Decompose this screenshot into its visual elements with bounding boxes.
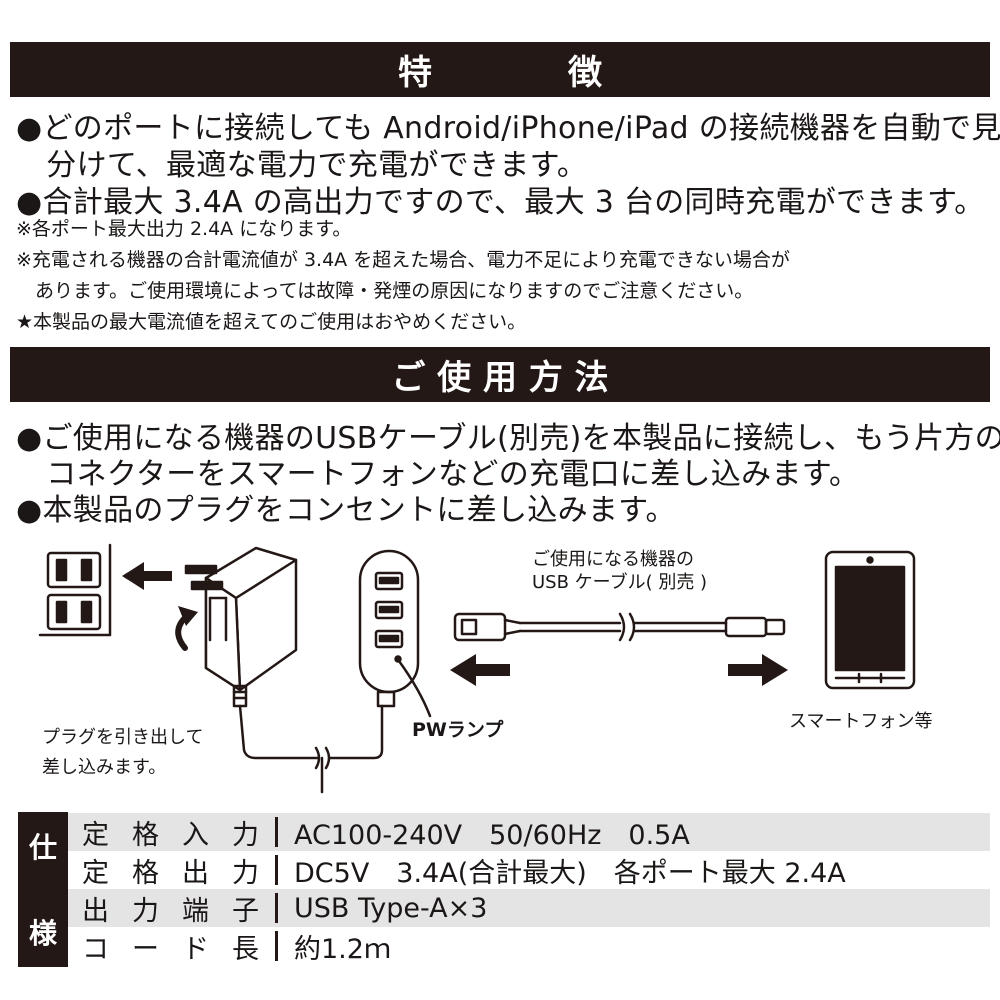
- spec-side-label-bottom: 様: [28, 917, 57, 950]
- wall-outlet-icon: [38, 543, 112, 637]
- note-line-4: ★本製品の最大電流値を超えてのご使用はおやめください。: [16, 311, 527, 333]
- tablet-icon: [824, 550, 916, 690]
- plug-caption-line-2: 差し込みます。: [42, 757, 167, 778]
- arrow-right-icon: [728, 654, 788, 686]
- note-line-3: あります。ご使用環境によっては故障・発煙の原因になりますのでご注意ください。: [16, 280, 754, 302]
- cable-caption-line-2: USB ケーブル( 別売 ): [532, 572, 708, 593]
- usage-diagram: [38, 543, 916, 794]
- spec-row-terminal: 出力端子 USB Type-A×3: [68, 889, 990, 927]
- pw-lamp-leader: [397, 659, 432, 718]
- usage-line-1: ●ご使用になる機器のUSBケーブル(別売)を本製品に接続し、もう片方の: [16, 421, 1000, 456]
- ac-adapter-icon: [184, 546, 298, 708]
- note-line-1: ※各ポート最大出力 2.4A になります。: [16, 218, 352, 240]
- spec-label: コード長: [68, 931, 278, 965]
- spec-label: 定格入力: [68, 817, 278, 851]
- usb-cable-icon: [453, 612, 786, 642]
- features-heading: 特 徴: [398, 53, 602, 93]
- rotate-arrow-icon: [175, 606, 198, 651]
- spec-side-label-top: 仕: [28, 831, 57, 864]
- spec-row-cord-length: コード長 約1.2ｍ: [68, 927, 990, 965]
- spec-value: DC5V 3.4A(合計最大) 各ポート最大 2.4A: [294, 857, 846, 889]
- feature-line-1: ●どのポートに接続しても Android/iPhone/iPad の接続機器を自…: [16, 111, 1000, 146]
- feature-line-2: 分けて、最適な電力で充電ができます。: [16, 148, 588, 183]
- plug-caption-line-1: プラグを引き出して: [42, 727, 204, 748]
- usage-heading-banner: ご 使 用 方 法: [10, 347, 990, 402]
- spec-label: 定格出力: [68, 855, 278, 889]
- usage-line-2: コネクターをスマートフォンなどの充電口に差し込みます。: [16, 457, 860, 492]
- feature-line-3: ●合計最大 3.4A の高出力ですので、最大 3 台の同時充電ができます。: [16, 185, 985, 220]
- pw-lamp-label: PWランプ: [412, 719, 504, 741]
- spec-side-bar: 仕 様: [18, 812, 68, 967]
- spec-value: USB Type-A×3: [294, 892, 488, 924]
- note-line-2: ※充電される機器の合計電流値が 3.4A を超えた場合、電力不足により充電できな…: [16, 249, 790, 271]
- arrow-left-icon: [122, 562, 172, 590]
- usb-hub-icon: [358, 549, 420, 708]
- usage-heading: ご 使 用 方 法: [391, 358, 609, 398]
- usage-line-3: ●本製品のプラグをコンセントに差し込みます。: [16, 493, 676, 528]
- power-cord: [238, 704, 320, 760]
- spec-row-input: 定格入力 AC100-240V 50/60Hz 0.5A: [68, 813, 990, 851]
- spec-value: AC100-240V 50/60Hz 0.5A: [294, 819, 690, 851]
- spec-table: 仕 様 定格入力 AC100-240V 50/60Hz 0.5A 定格出力 DC…: [18, 812, 990, 967]
- spec-row-output: 定格出力 DC5V 3.4A(合計最大) 各ポート最大 2.4A: [68, 851, 990, 889]
- cable-caption-line-1: ご使用になる機器の: [532, 549, 694, 570]
- features-heading-banner: 特 徴: [10, 42, 990, 97]
- arrow-left-icon: [450, 654, 510, 686]
- device-caption: スマートフォン等: [789, 711, 933, 732]
- spec-label: 出力端子: [68, 893, 278, 927]
- spec-value: 約1.2ｍ: [294, 933, 391, 965]
